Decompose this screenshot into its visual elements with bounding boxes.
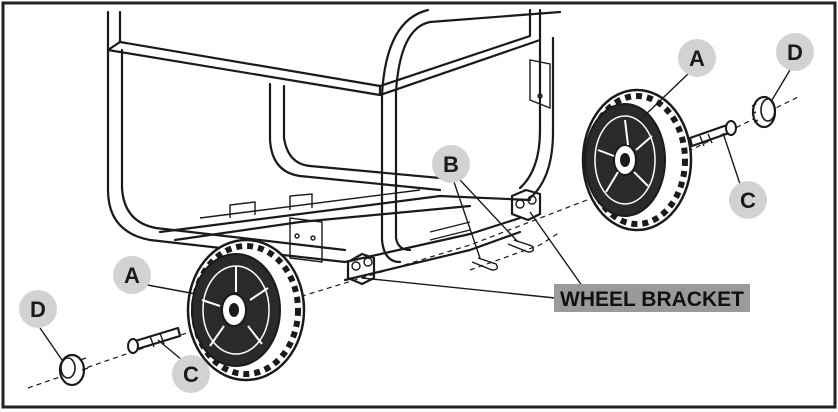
wheel-bracket-label: WHEEL BRACKET <box>554 284 750 312</box>
callout-d-left: D <box>19 290 57 328</box>
cotter-pins <box>471 239 535 271</box>
wheel-bracket-label-text: WHEEL BRACKET <box>560 288 744 311</box>
callout-a-left: A <box>113 256 151 294</box>
callout-c-left-text: C <box>183 362 199 387</box>
callout-b-text: B <box>443 152 459 177</box>
callout-d-right: D <box>776 33 814 71</box>
leader-lines <box>39 69 791 361</box>
callout-d-right-text: D <box>787 40 803 65</box>
callout-c-right-text: C <box>740 188 756 213</box>
wheel-bracket-front <box>346 252 376 286</box>
callout-c-left: C <box>172 355 210 393</box>
wheel-bracket-rear <box>510 188 542 222</box>
generator-frame <box>106 8 562 282</box>
hub-cap-left <box>58 353 89 387</box>
callout-a-right-text: A <box>689 46 705 71</box>
callout-a-left-text: A <box>124 263 140 288</box>
callout-b: B <box>432 145 470 183</box>
callout-d-left-text: D <box>30 297 46 322</box>
callout-c-right: C <box>729 181 767 219</box>
axle-left <box>127 326 182 354</box>
hub-cap-right <box>751 95 777 129</box>
wheel-right <box>581 88 693 232</box>
callout-a-right: A <box>678 39 716 77</box>
axle-right <box>688 120 737 148</box>
wheel-left <box>186 238 306 382</box>
